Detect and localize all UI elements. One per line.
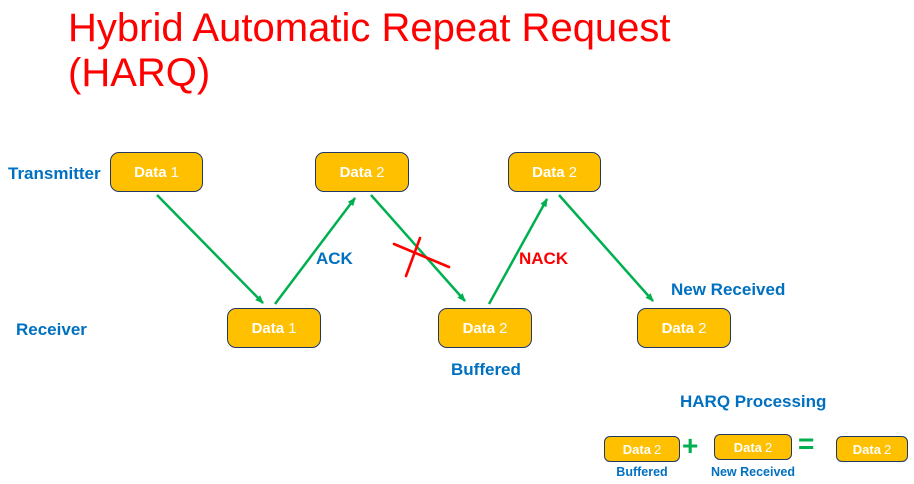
box-number: 1 (288, 319, 297, 337)
equals-operator: = (798, 428, 815, 459)
receiver-box-data2-buffered: Data 2 (438, 308, 532, 348)
arrow-data1-transmit (156, 194, 264, 304)
box-word: Data (251, 319, 285, 337)
new-received-label: New Received (671, 280, 786, 299)
arrow-data2-transmit-failed (370, 194, 466, 302)
arrow-data2-retransmit (558, 194, 654, 302)
processing-box-buffered: Data 2 (604, 436, 680, 462)
plus-operator: + (682, 430, 699, 461)
processing-caption-buffered: Buffered (616, 465, 668, 479)
transmitter-label: Transmitter (8, 164, 101, 183)
box-word: Data (852, 441, 881, 457)
processing-box-result: Data 2 (836, 436, 908, 462)
box-word: Data (733, 439, 762, 455)
box-word: Data (661, 319, 695, 337)
nack-label: NACK (519, 249, 569, 268)
box-number: 2 (376, 163, 385, 181)
box-word: Data (462, 319, 496, 337)
box-number: 2 (499, 319, 508, 337)
box-number: 2 (653, 441, 662, 457)
transmitter-box-data2-retransmit: Data 2 (508, 152, 601, 192)
box-word: Data (622, 441, 651, 457)
buffered-label: Buffered (451, 360, 521, 379)
box-number: 2 (764, 439, 773, 455)
processing-caption-new-received: New Received (710, 465, 796, 479)
processing-box-new-received: Data 2 (714, 434, 792, 460)
transmitter-box-data2: Data 2 (315, 152, 409, 192)
slide-title: Hybrid Automatic Repeat Request (HARQ) (68, 6, 671, 95)
box-word: Data (339, 163, 373, 181)
box-number: 2 (883, 441, 892, 457)
receiver-label: Receiver (16, 320, 87, 339)
box-number: 1 (170, 163, 179, 181)
error-cross-icon (392, 236, 451, 278)
box-number: 2 (568, 163, 577, 181)
receiver-box-data1: Data 1 (227, 308, 321, 348)
box-number: 2 (698, 319, 707, 337)
transmitter-box-data1: Data 1 (110, 152, 203, 192)
harq-processing-title: HARQ Processing (680, 392, 827, 411)
box-word: Data (532, 163, 565, 181)
receiver-box-data2-new: Data 2 (637, 308, 731, 348)
box-word: Data (134, 163, 167, 181)
ack-label: ACK (316, 249, 353, 268)
